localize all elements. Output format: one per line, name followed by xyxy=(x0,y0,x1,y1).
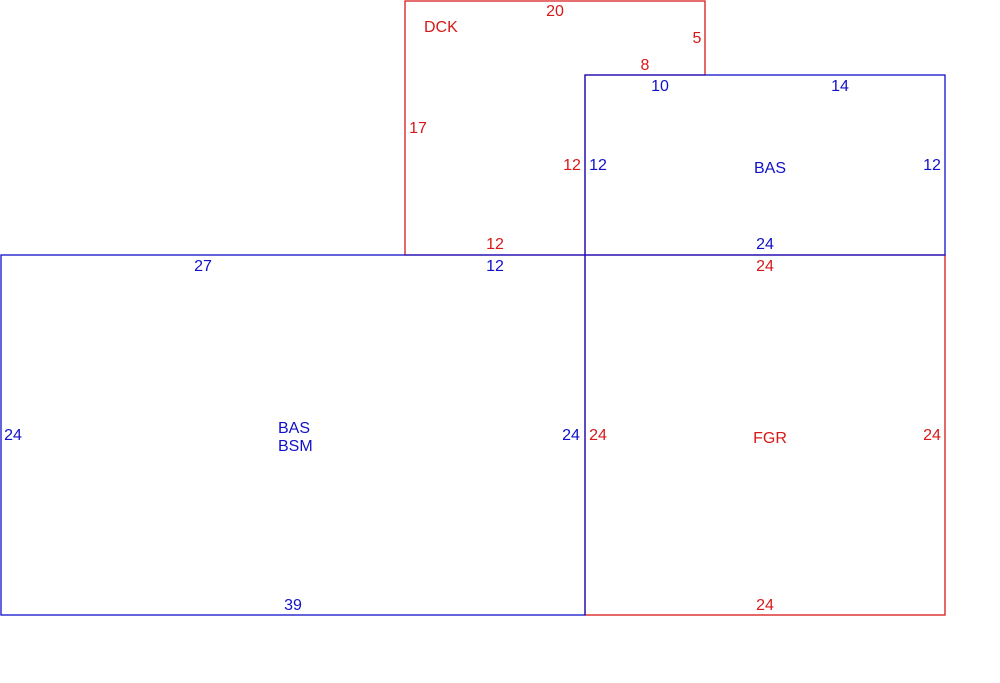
bas-upper-dim-top-left: 10 xyxy=(651,78,669,95)
dck-dim-left: 17 xyxy=(409,120,427,137)
dck-outline xyxy=(404,0,706,256)
bas-upper-outline xyxy=(584,74,946,256)
dck-dim-step: 8 xyxy=(641,57,650,74)
bas-bsm-dim-top-right: 12 xyxy=(486,258,504,275)
fgr-dim-bottom: 24 xyxy=(756,597,774,614)
fgr-dim-right: 24 xyxy=(923,427,941,444)
bas-upper-dim-right: 12 xyxy=(923,157,941,174)
bas-bsm-dim-right: 24 xyxy=(562,427,580,444)
bas-upper-label: BAS xyxy=(754,160,786,177)
dck-dim-top: 20 xyxy=(546,3,564,20)
bas-bsm-dim-left: 24 xyxy=(4,427,22,444)
dck-dim-bottom: 12 xyxy=(486,236,504,253)
bas-bsm-outline xyxy=(0,254,586,616)
bas-bsm-label-line1: BAS xyxy=(278,420,310,437)
bas-bsm-dim-bottom: 39 xyxy=(284,597,302,614)
fgr-dim-left: 24 xyxy=(589,427,607,444)
dck-label: DCK xyxy=(424,19,458,36)
fgr-label: FGR xyxy=(753,430,787,447)
dck-dim-right: 5 xyxy=(693,30,702,47)
bas-upper-dim-top-right: 14 xyxy=(831,78,849,95)
bas-upper-dim-bottom: 24 xyxy=(756,236,774,253)
fgr-dim-top: 24 xyxy=(756,258,774,275)
bas-upper-dim-left: 12 xyxy=(589,157,607,174)
dck-dim-inner-right: 12 xyxy=(563,157,581,174)
bas-bsm-dim-top-left: 27 xyxy=(194,258,212,275)
bas-bsm-label-line2: BSM xyxy=(278,438,313,455)
